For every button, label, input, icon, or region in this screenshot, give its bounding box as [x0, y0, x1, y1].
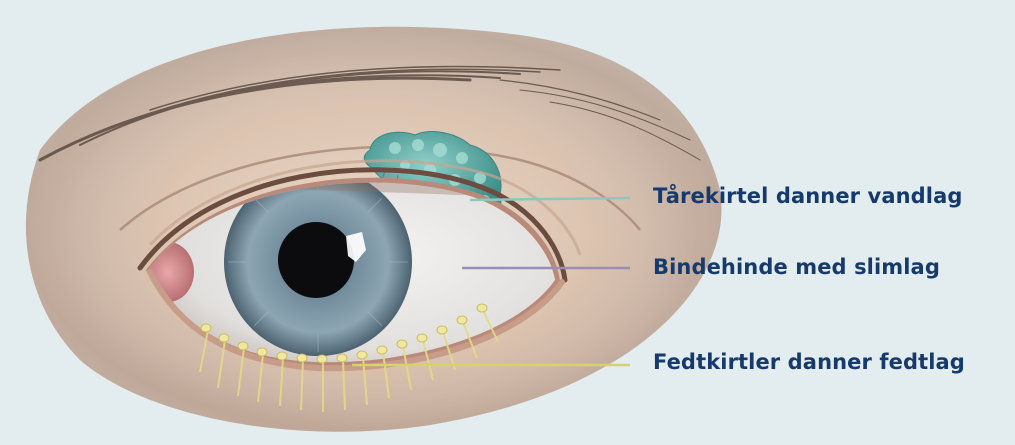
- callout-label-conjunctiva: Bindehinde med slimlag: [653, 255, 940, 279]
- pupil: [278, 222, 354, 298]
- callout-label-meibomian-glands: Fedtkirtler danner fedtlag: [653, 350, 965, 374]
- callout-label-lacrimal-gland: Tårekirtel danner vandlag: [653, 184, 962, 208]
